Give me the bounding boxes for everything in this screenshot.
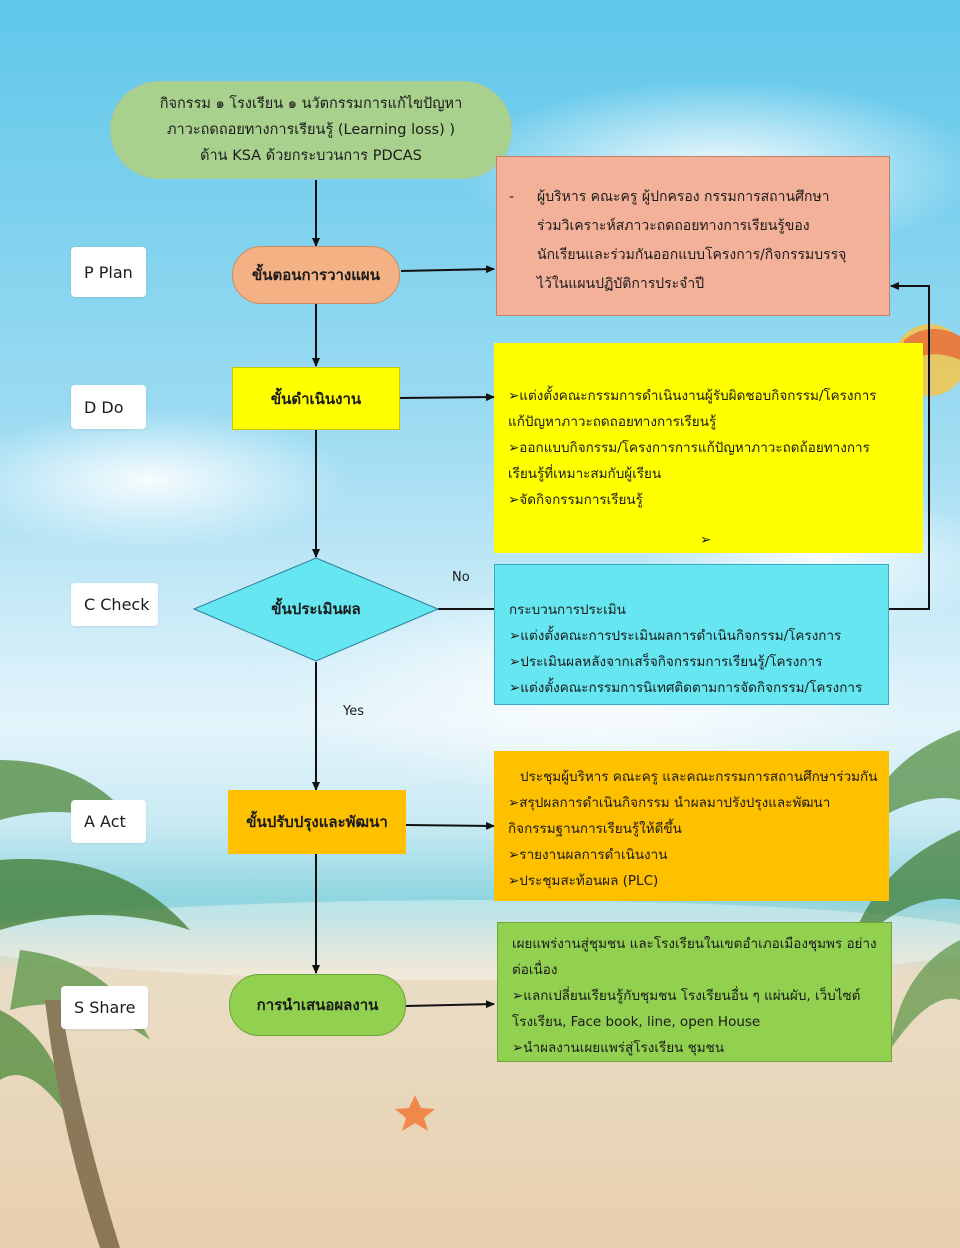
title-line-3: ด้าน KSA ด้วยกระบวนการ PDCAS <box>200 148 422 164</box>
step-act: ขั้นปรับปรุงและพัฒนา <box>228 790 406 854</box>
arrow-share-to-note <box>405 1000 495 1009</box>
note-plan: - ผู้บริหาร คณะครู ผู้ปกครอง กรรมการสถาน… <box>496 156 890 316</box>
note-plan-line-2: ร่วมวิเคราะห์สภาวะถดถอยทางการเรียนรู้ของ <box>537 218 810 234</box>
note-do-line-4: เรียนรู้ที่เหมาะสมกับผู้เรียน <box>508 466 662 482</box>
note-do: ➢แต่งตั้งคณะกรรมการดำเนินงานผู้รับผิดชอบ… <box>494 343 923 553</box>
note-do-line-3: ➢ออกแบบกิจกรรม/โครงการการแก้ปัญหาภาวะถดถ… <box>508 440 870 456</box>
note-do-line-5: ➢จัดกิจกรรมการเรียนรู้ <box>508 492 643 508</box>
note-plan-row-1: - ผู้บริหาร คณะครู ผู้ปกครอง กรรมการสถาน… <box>509 183 879 212</box>
note-plan-line-1: ผู้บริหาร คณะครู ผู้ปกครอง กรรมการสถานศึ… <box>537 189 830 205</box>
note-act: ประชุมผู้บริหาร คณะครู และคณะกรรมการสถาน… <box>494 751 889 901</box>
arrow-act-to-note <box>405 821 495 830</box>
note-check-line-1: กระบวนการประเมิน <box>509 602 626 618</box>
note-share-line-1: เผยแพร่งานสู่ชุมชน และโรงเรียนในเขตอำเภอ… <box>512 936 877 952</box>
note-plan-line-3: นักเรียนและร่วมกันออกแบบโครงการ/กิจกรรมบ… <box>537 247 847 263</box>
edge-label-no: No <box>452 570 470 585</box>
note-act-line-3: กิจกรรมฐานการเรียนรู้ให้ดีขึ้น <box>508 821 682 837</box>
note-act-line-4: ➢รายงานผลการดำเนินงาน <box>508 847 668 863</box>
phase-label-share: S Share <box>61 986 148 1029</box>
step-do: ขั้นดำเนินงาน <box>232 367 400 430</box>
step-check: ขั้นประเมินผล <box>271 600 361 618</box>
phase-label-do: D Do <box>71 385 146 429</box>
note-check-line-2: ➢แต่งตั้งคณะการประเมินผลการดำเนินกิจกรรม… <box>509 628 842 644</box>
note-check: กระบวนการประเมิน ➢แต่งตั้งคณะการประเมินผ… <box>494 564 889 705</box>
phase-label-plan: P Plan <box>71 247 146 297</box>
edge-label-yes: Yes <box>343 704 364 719</box>
title-oval: กิจกรรม ๑ โรงเรียน ๑ นวัตกรรมการแก้ไขปัญ… <box>110 81 512 179</box>
title-line-2: ภาวะถดถอยทางการเรียนรู้ (Learning loss) … <box>167 122 455 138</box>
note-act-line-1: ประชุมผู้บริหาร คณะครู และคณะกรรมการสถาน… <box>520 769 878 785</box>
step-plan: ขั้นตอนการวางแผน <box>232 246 400 304</box>
phase-label-act: A Act <box>71 800 146 843</box>
title-line-1: กิจกรรม ๑ โรงเรียน ๑ นวัตกรรมการแก้ไขปัญ… <box>159 96 463 112</box>
note-act-line-2: ➢สรุปผลการดำเนินกิจกรรม นำผลมาปรังปรุงแล… <box>508 795 831 811</box>
note-plan-line-4: ไว้ในแผนปฏิบัติการประจำปี <box>537 276 705 292</box>
arrow-plan-to-note <box>400 265 495 274</box>
note-check-line-4: ➢แต่งตั้งคณะกรรมการนิเทศติดตามการจัดกิจก… <box>509 680 863 696</box>
note-share: เผยแพร่งานสู่ชุมชน และโรงเรียนในเขตอำเภอ… <box>497 922 892 1062</box>
note-share-line-2: ต่อเนื่อง <box>512 962 558 978</box>
note-plan-bullet: - <box>509 189 515 205</box>
note-do-trailing-arrow: ➢ <box>700 532 712 548</box>
arrow-do-to-note <box>399 393 495 402</box>
note-do-line-2: แก้ปัญหาภาวะถดถอยทางการเรียนรู้ <box>508 414 717 430</box>
note-share-line-3: ➢แลกเปลี่ยนเรียนรู้กับชุมชน โรงเรียนอื่น… <box>512 988 861 1004</box>
phase-label-check: C Check <box>71 583 158 626</box>
note-share-line-4: โรงเรียน, Face book, line, open House <box>512 1014 761 1030</box>
note-do-line-1: ➢แต่งตั้งคณะกรรมการดำเนินงานผู้รับผิดชอบ… <box>508 388 877 404</box>
note-act-line-5: ➢ประชุมสะท้อนผล (PLC) <box>508 873 659 889</box>
feedback-loop-arrow <box>889 282 930 610</box>
note-share-line-5: ➢นำผลงานเผยแพร่สู่โรงเรียน ชุมชน <box>512 1040 725 1056</box>
note-check-line-3: ➢ประเมินผลหลังจากเสร็จกิจกรรมการเรียนรู้… <box>509 654 823 670</box>
step-share: การนำเสนอผลงาน <box>229 974 406 1036</box>
check-diamond <box>192 557 440 662</box>
